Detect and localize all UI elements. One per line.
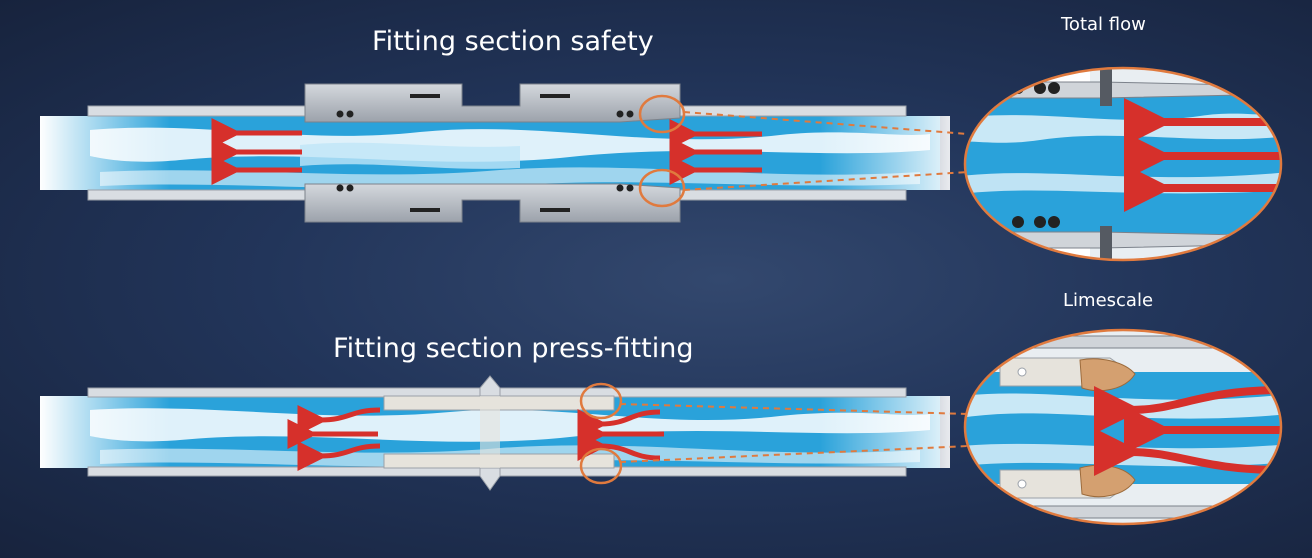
top-pipe-section [40, 83, 969, 223]
top-fitting-body [304, 83, 681, 223]
limescale-deposit [1079, 358, 1136, 392]
top-diagram-title: Fitting section safety [372, 26, 654, 57]
bottom-diagram-title: Fitting section press-fitting [333, 333, 694, 364]
highlight-circle [638, 168, 686, 208]
limescale-detail-bubble [963, 328, 1283, 526]
highlight-circle [579, 382, 623, 420]
limescale-label: Limescale [1063, 290, 1154, 311]
bottom-flow-arrows [287, 405, 664, 472]
top-leader-lines [683, 111, 969, 191]
detail-bubble-outline [963, 328, 1283, 526]
flow-arrow [297, 405, 381, 436]
highlight-circle [638, 94, 686, 134]
highlight-circle [579, 447, 623, 485]
detail-bubble-outline [963, 66, 1283, 262]
bottom-press-fitting [383, 375, 615, 491]
flow-arrow [577, 430, 661, 461]
flow-arrow [1093, 427, 1281, 476]
bottom-pipe-section [40, 375, 969, 491]
detail-flow-arrows [1093, 386, 1281, 476]
bottom-leader-lines [619, 403, 969, 463]
flow-arrow [297, 441, 381, 472]
detail-flow-arrows [1124, 98, 1281, 212]
total-flow-label: Total flow [1061, 14, 1146, 35]
total-flow-detail-bubble [963, 66, 1283, 262]
top-flow-fade-left [40, 116, 170, 190]
top-flow-arrows [211, 118, 762, 185]
